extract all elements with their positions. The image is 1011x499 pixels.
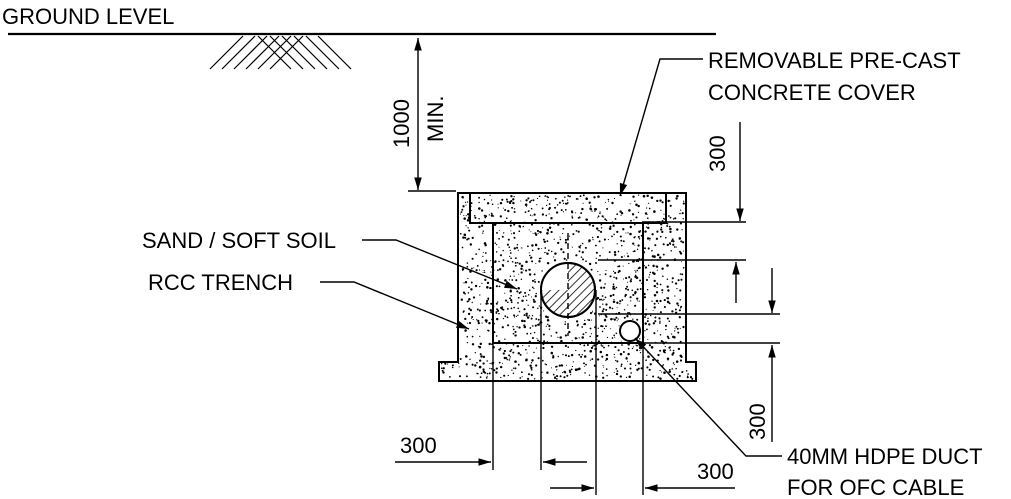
- rcc-leader: [320, 281, 470, 330]
- cover-leader: [619, 58, 703, 197]
- depth-value: 1000: [389, 99, 414, 148]
- trench-inner-cavity: [492, 222, 644, 344]
- concrete-stipple: [440, 194, 694, 380]
- hdpe-duct: [619, 320, 641, 342]
- duct-label-line1: 40MM HDPE DUCT: [787, 444, 983, 469]
- cover-callout: REMOVABLE PRE-CAST CONCRETE COVER: [619, 48, 961, 197]
- ground-level-label: GROUND LEVEL: [2, 4, 174, 29]
- rcc-callout: RCC TRENCH: [148, 270, 470, 330]
- ground-hatch: [209, 35, 352, 70]
- bottom-offset-value: 300: [697, 459, 734, 484]
- main-pipe: [540, 233, 596, 336]
- base-height-value: 300: [745, 403, 770, 440]
- depth-note: MIN.: [423, 96, 448, 142]
- bottom-dimensions: 300 300: [395, 290, 735, 495]
- rcc-label: RCC TRENCH: [148, 270, 293, 295]
- right-dimensions: 300 300: [598, 122, 780, 442]
- cover-label-line1: REMOVABLE PRE-CAST: [708, 48, 961, 73]
- depth-dimension: 1000 MIN.: [389, 38, 456, 192]
- rcc-trench: [438, 192, 697, 382]
- trench-outline: [438, 192, 697, 382]
- duct-label-line2: FOR OFC CABLE: [787, 475, 964, 499]
- concrete-cover: [469, 192, 667, 224]
- sand-leader: [362, 239, 518, 290]
- left-offset-value: 300: [400, 433, 437, 458]
- sand-label: SAND / SOFT SOIL: [142, 228, 336, 253]
- sand-callout: SAND / SOFT SOIL: [142, 228, 518, 290]
- ground-level: GROUND LEVEL: [2, 4, 716, 70]
- duct-leader: [634, 337, 782, 457]
- cover-thickness-value: 300: [705, 135, 730, 172]
- cover-label-line2: CONCRETE COVER: [708, 80, 916, 105]
- duct-callout: 40MM HDPE DUCT FOR OFC CABLE: [634, 337, 983, 499]
